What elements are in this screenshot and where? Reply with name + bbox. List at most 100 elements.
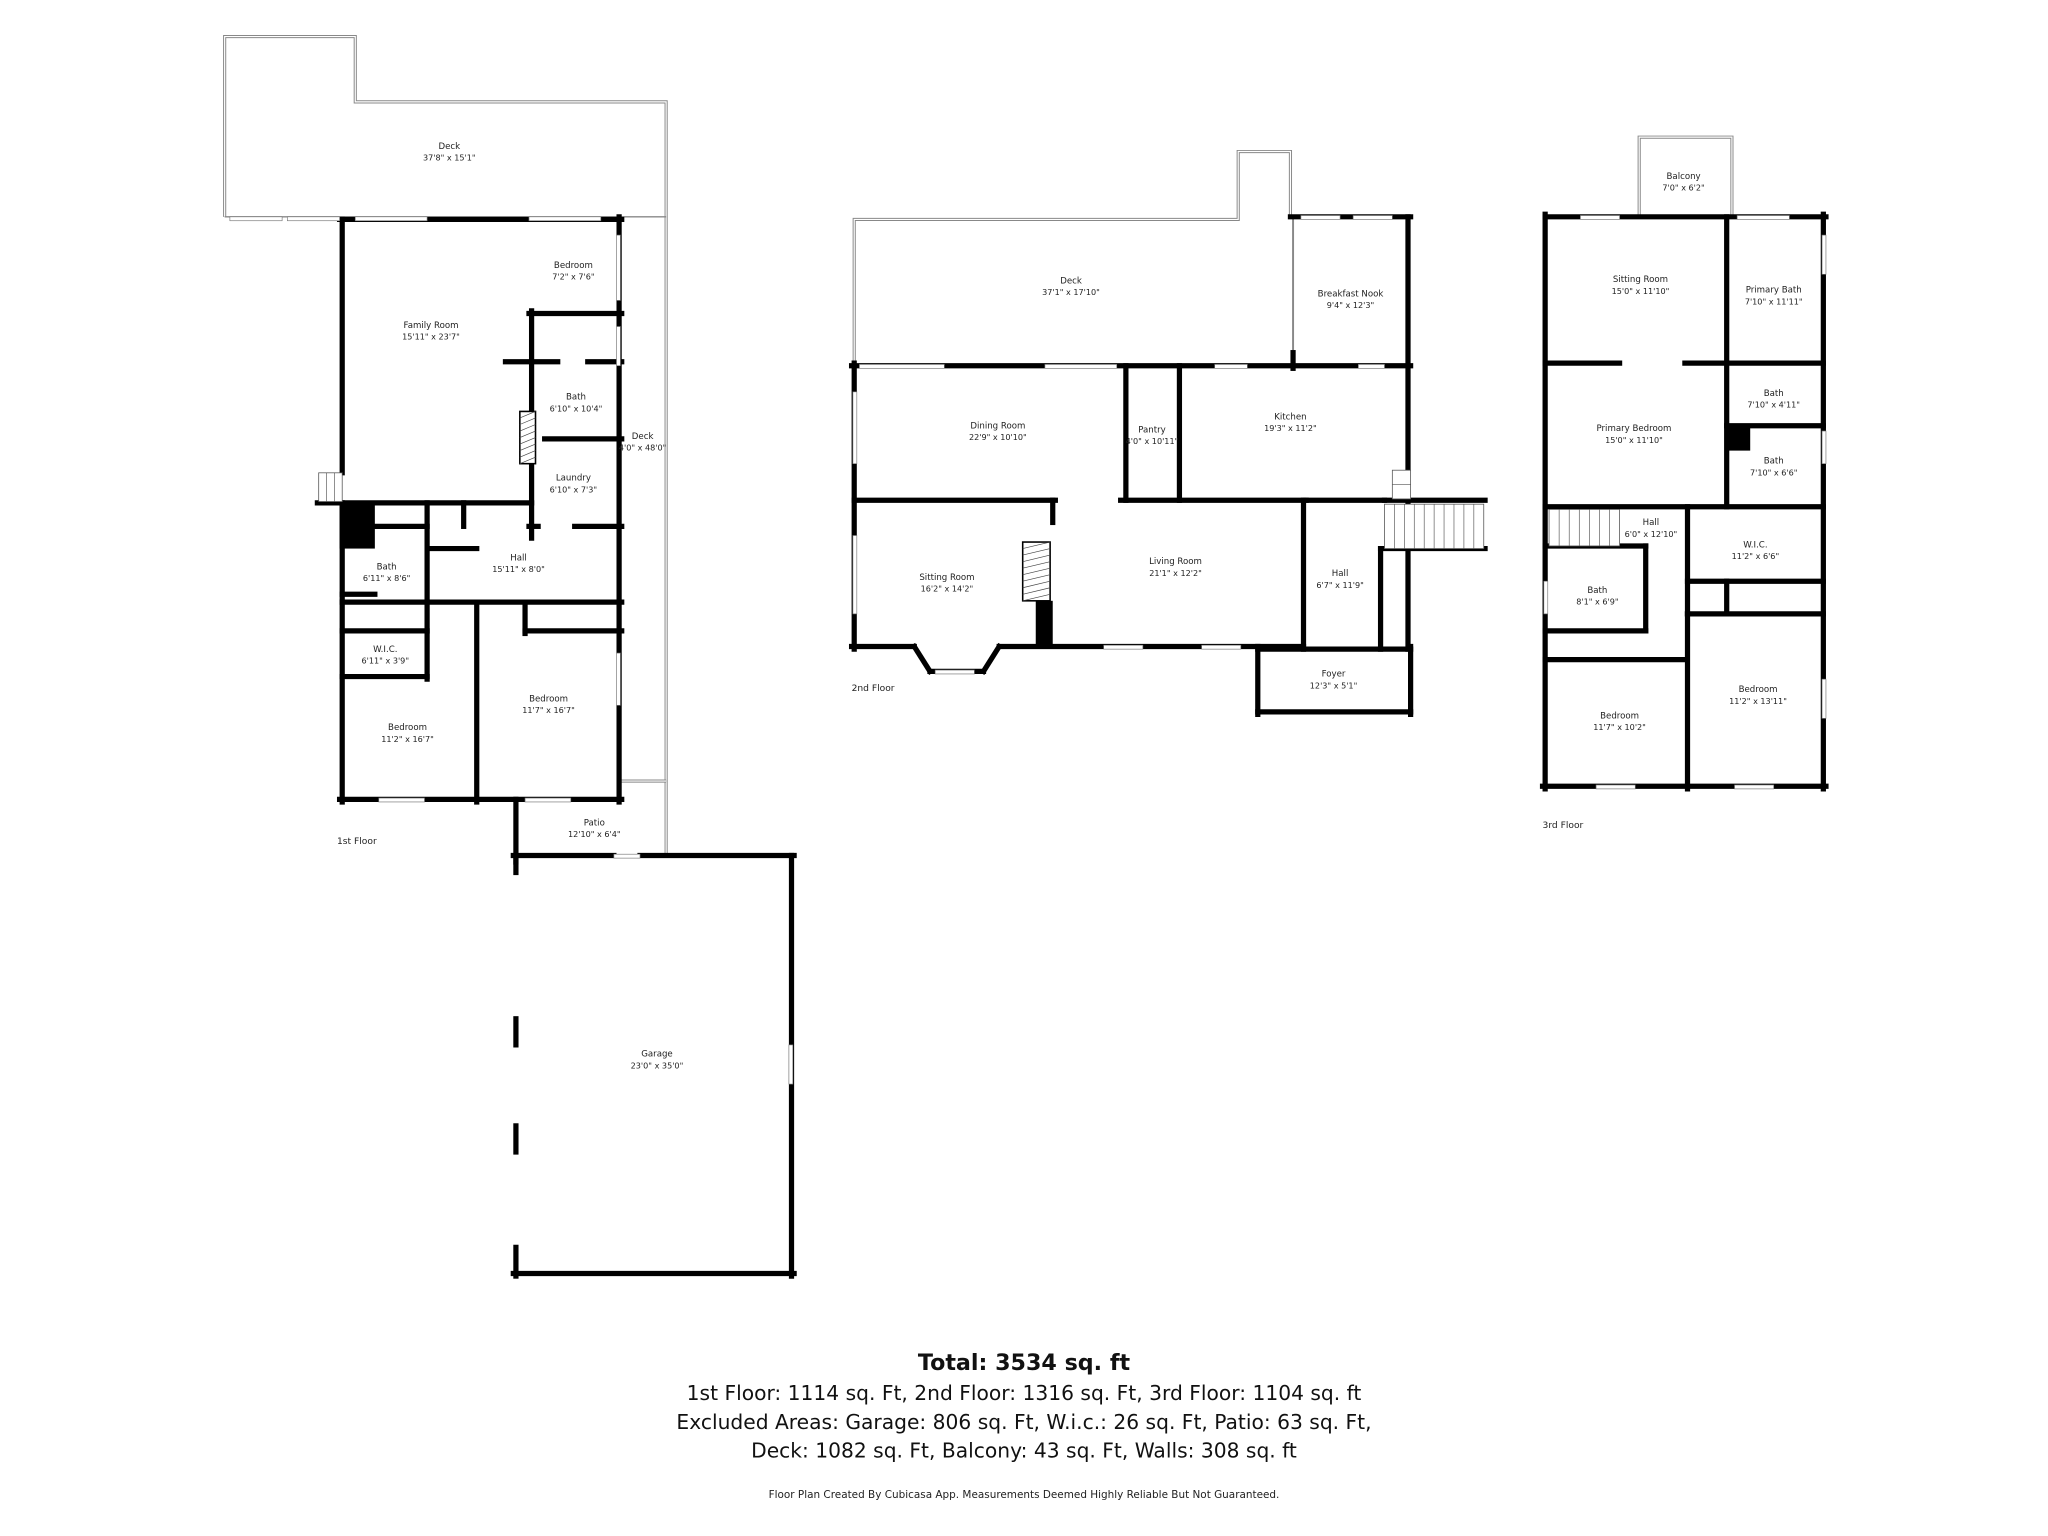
room-dimensions: 11'7" x 10'2" <box>1593 722 1646 732</box>
fireplace-hatch <box>519 430 536 438</box>
wall <box>910 642 934 675</box>
fireplace-hatch <box>1022 574 1051 582</box>
room-name: Deck <box>438 142 460 152</box>
room-name: Bedroom <box>554 261 593 271</box>
room-name: Family Room <box>404 321 459 331</box>
window <box>1821 430 1827 464</box>
window <box>934 669 975 675</box>
room-name: Primary Bedroom <box>1596 424 1671 434</box>
room-dimensions: 11'2" x 13'11" <box>1729 696 1787 706</box>
fireplace-hatch <box>519 411 536 419</box>
floor-areas: 1st Floor: 1114 sq. Ft, 2nd Floor: 1316 … <box>687 1381 1362 1405</box>
room-dimensions: 6'11" x 3'9" <box>362 656 410 666</box>
window <box>1103 644 1144 650</box>
room-dimensions: 15'11" x 8'0" <box>492 564 545 574</box>
window <box>524 797 572 803</box>
room-name: W.I.C. <box>1743 540 1767 550</box>
window <box>1736 215 1790 220</box>
room-dimensions: 21'1" x 12'2" <box>1149 568 1202 578</box>
fireplace-hatch <box>1022 587 1051 595</box>
floor-label-1: 1st Floor <box>337 837 377 847</box>
fireplace-hatch <box>519 450 536 458</box>
room-dimensions: 19'3" x 11'2" <box>1264 423 1317 433</box>
window <box>859 364 945 369</box>
room-name: Deck <box>1060 276 1082 286</box>
fireplace-hatch <box>519 456 536 464</box>
window <box>1358 364 1385 369</box>
room-dimensions: 23'0" x 35'0" <box>631 1060 684 1070</box>
room-dimensions: 7'2" x 7'6" <box>552 272 594 282</box>
window <box>1595 784 1636 790</box>
wall <box>979 642 1003 675</box>
room-name: Deck <box>632 432 654 442</box>
window <box>1201 644 1242 650</box>
total-area: Total: 3534 sq. ft <box>918 1350 1131 1376</box>
room-name: Patio <box>584 818 605 828</box>
window <box>1352 215 1393 220</box>
room-name: Sitting Room <box>1613 275 1668 285</box>
room-name: Bedroom <box>1739 685 1778 695</box>
window <box>1044 364 1118 369</box>
room-name: Hall <box>510 553 527 563</box>
fireplace-hatch <box>519 417 536 425</box>
room-dimensions: 22'9" x 10'10" <box>969 432 1027 442</box>
window <box>616 326 621 367</box>
window <box>616 234 621 301</box>
room-name: Pantry <box>1138 425 1166 435</box>
window <box>378 797 425 803</box>
room-name: Bedroom <box>388 723 427 733</box>
room-dimensions: 6'10" x 10'4" <box>550 403 603 413</box>
window <box>287 216 340 222</box>
stairs-outline <box>1548 508 1620 547</box>
stairs-outline <box>318 472 343 502</box>
room-dimensions: 15'0" x 11'10" <box>1612 286 1670 296</box>
room-dimensions: 6'7" x 11'9" <box>1316 580 1364 590</box>
deck-outline-inner <box>1638 136 1733 217</box>
fireplace-hatch <box>519 443 536 451</box>
room-dimensions: 9'4" x 12'3" <box>1327 300 1375 310</box>
floor-label-2: 2nd Floor <box>852 684 895 694</box>
room-dimensions: 37'8" x 15'1" <box>423 153 476 163</box>
room-name: Dining Room <box>970 421 1025 431</box>
wall-block <box>1035 600 1053 647</box>
room-name: Bath <box>1587 586 1607 596</box>
room-dimensions: 6'10" x 7'3" <box>550 484 598 494</box>
fireplace-hatch <box>1022 567 1051 576</box>
room-name: Foyer <box>1322 670 1346 680</box>
room-dimensions: 12'3" x 5'1" <box>1310 680 1358 690</box>
room-dimensions: 8'1" x 6'9" <box>1576 597 1618 607</box>
room-name: Balcony <box>1667 172 1701 182</box>
window <box>1543 580 1549 615</box>
room-dimensions: 11'7" x 16'7" <box>522 705 575 715</box>
room-name: Living Room <box>1149 557 1202 567</box>
room-dimensions: 15'11" x 23'7" <box>402 332 460 342</box>
room-label: W.I.C.6'11" x 3'9" <box>362 645 410 666</box>
window <box>354 216 428 222</box>
fireplace-hatch <box>1022 554 1051 562</box>
room-dimensions: 7'0" x 6'2" <box>1662 183 1704 193</box>
room-name: Hall <box>1332 569 1349 579</box>
room-dimensions: 6'0" x 12'10" <box>1625 529 1678 539</box>
room-dimensions: 11'2" x 6'6" <box>1732 551 1780 561</box>
deck-outline-inner <box>224 35 667 856</box>
room-name: Bath <box>377 562 397 572</box>
room-name: Bath <box>1764 457 1784 467</box>
